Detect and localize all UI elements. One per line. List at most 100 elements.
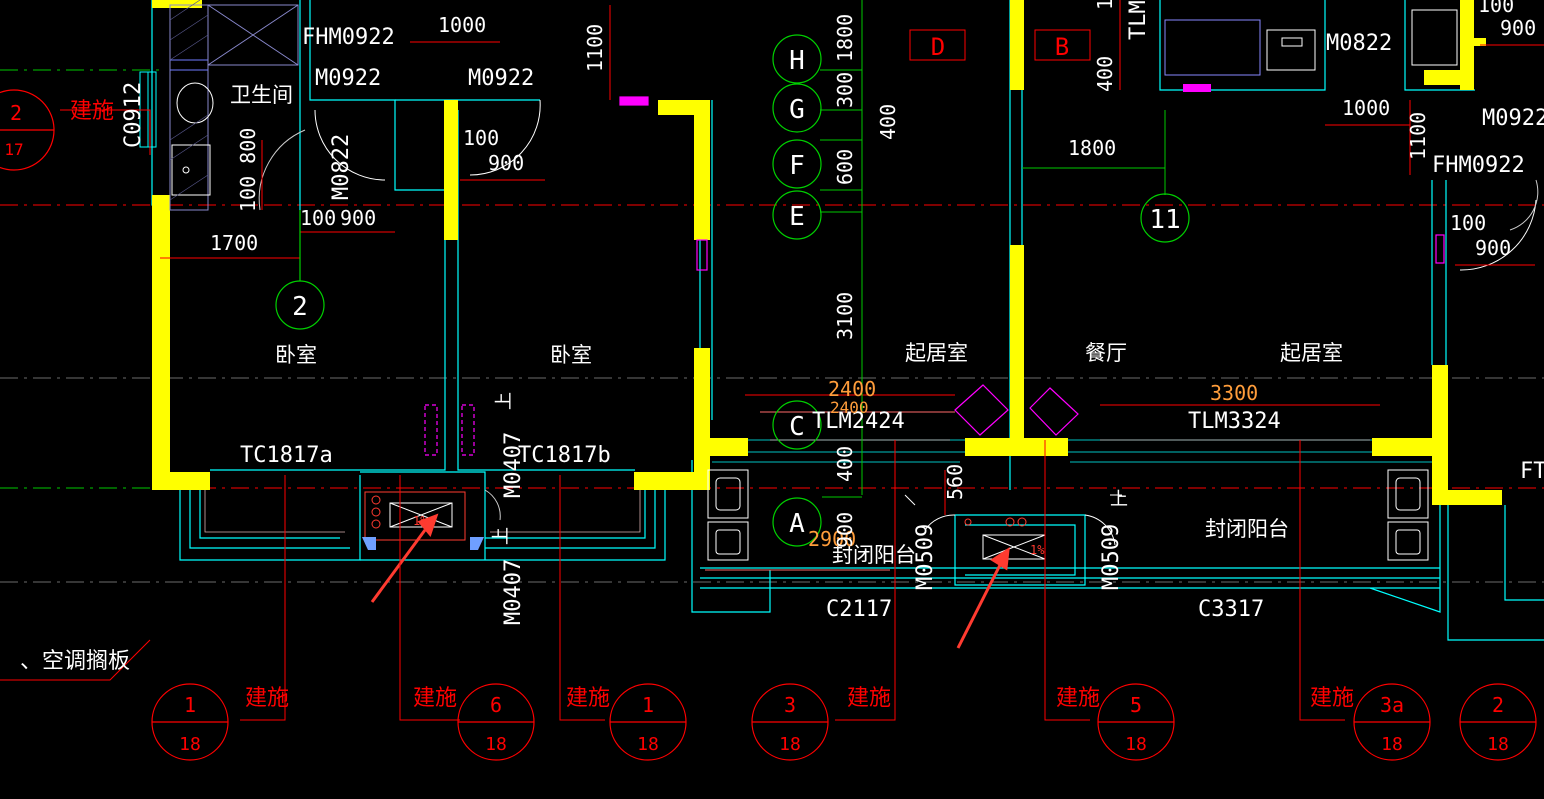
svg-text:100: 100 — [463, 126, 499, 150]
svg-text:3300: 3300 — [1210, 381, 1258, 405]
svg-text:18: 18 — [779, 734, 801, 755]
misc-marks: 上 上 上 — [491, 392, 1128, 545]
svg-text:C0912: C0912 — [121, 82, 146, 148]
svg-text:5: 5 — [1130, 693, 1142, 717]
svg-text:B: B — [1055, 33, 1069, 61]
bathroom-hatch — [169, 0, 209, 201]
svg-text:E: E — [789, 202, 805, 232]
room-labels: 卫生间 卧室 卧室 起居室 餐厅 起居室 封闭阳台 封闭阳台 — [230, 83, 1343, 567]
svg-text:TLM: TLM — [1126, 0, 1151, 40]
svg-text:300: 300 — [833, 72, 857, 108]
svg-text:G: G — [789, 95, 805, 125]
svg-text:M0822: M0822 — [329, 134, 354, 200]
svg-text:、空调搁板: 、空调搁板 — [20, 649, 130, 674]
svg-text:上: 上 — [491, 527, 512, 545]
svg-text:M0922: M0922 — [315, 66, 381, 91]
svg-text:2: 2 — [292, 292, 308, 322]
callout-5-18[interactable]: 5 18 — [1097, 683, 1175, 761]
svg-text:FHM0922: FHM0922 — [302, 25, 395, 50]
svg-text:1: 1 — [642, 693, 654, 717]
svg-text:TC1817a: TC1817a — [240, 443, 333, 468]
svg-text:100: 100 — [1478, 0, 1514, 17]
callout-2-17[interactable]: 2 17 — [0, 89, 55, 171]
svg-text:400: 400 — [876, 104, 900, 140]
svg-text:M0407: M0407 — [501, 559, 526, 625]
svg-text:餐厅: 餐厅 — [1085, 341, 1127, 365]
balcony-appliances — [707, 469, 1429, 561]
svg-text:TLM2424: TLM2424 — [812, 409, 905, 434]
callout-1-18-a[interactable]: 1 18 — [151, 683, 229, 761]
dimension-texts-vertical: 1100 1800 300 400 600 100 800 3100 400 5… — [236, 0, 1430, 548]
opening-codes-vertical: C0912 M0822 M0407 M0407 M0509 M0509 TLM — [121, 0, 1151, 625]
svg-text:建施: 建施 — [847, 686, 891, 711]
svg-text:卫生间: 卫生间 — [230, 83, 293, 107]
svg-text:17: 17 — [4, 140, 23, 159]
door-swings — [258, 99, 1539, 546]
svg-text:1100: 1100 — [1406, 112, 1430, 160]
svg-text:100 800: 100 800 — [236, 128, 260, 212]
callout-2-18[interactable]: 2 18 — [1459, 683, 1537, 761]
svg-text:C2117: C2117 — [826, 597, 892, 622]
dimension-texts: 1000 100 900 100 900 1700 1800 1000 100 … — [210, 0, 1536, 551]
svg-text:3: 3 — [784, 693, 796, 717]
svg-text:封闭阳台: 封闭阳台 — [1205, 517, 1289, 541]
svg-text:3100: 3100 — [833, 292, 857, 340]
upper-right-fixtures — [1164, 9, 1458, 92]
svg-text:建施: 建施 — [70, 99, 114, 124]
svg-text:M0509: M0509 — [1099, 524, 1124, 590]
dimension-lines — [160, 0, 1544, 571]
section-marks: D B — [909, 29, 1091, 61]
callout-6-18[interactable]: 6 18 — [457, 683, 535, 761]
svg-text:11: 11 — [1149, 205, 1180, 235]
svg-text:400: 400 — [1093, 56, 1117, 92]
svg-text:1800: 1800 — [1068, 136, 1116, 160]
svg-text:900: 900 — [1500, 16, 1536, 40]
svg-text:1000: 1000 — [1342, 96, 1390, 120]
svg-text:1: 1 — [184, 693, 196, 717]
svg-text:100: 100 — [300, 206, 336, 230]
callout-3a-18[interactable]: 3a 18 — [1353, 683, 1431, 761]
svg-text:TC1817b: TC1817b — [518, 443, 611, 468]
svg-text:M0407: M0407 — [501, 432, 526, 498]
svg-text:1%: 1% — [413, 514, 428, 528]
svg-text:1100: 1100 — [583, 24, 607, 72]
grid-bubbles — [275, 34, 1190, 547]
svg-text:1800: 1800 — [833, 14, 857, 62]
callout-1-18-b[interactable]: 1 18 — [609, 683, 687, 761]
detail-callouts: 1 18 6 18 1 18 3 18 5 18 3a 18 — [0, 89, 1537, 761]
svg-text:卧室: 卧室 — [550, 343, 592, 367]
svg-text:18: 18 — [1381, 734, 1403, 755]
svg-text:M0509: M0509 — [913, 524, 938, 590]
ac-units — [362, 491, 1046, 560]
svg-text:600: 600 — [833, 149, 857, 185]
svg-text:起居室: 起居室 — [1280, 341, 1343, 365]
svg-text:上: 上 — [1110, 489, 1128, 510]
svg-text:18: 18 — [637, 734, 659, 755]
svg-text:C: C — [789, 412, 805, 442]
svg-text:FT: FT — [1520, 459, 1544, 484]
svg-text:560: 560 — [943, 464, 967, 500]
svg-text:封闭阳台: 封闭阳台 — [832, 543, 916, 567]
svg-text:900: 900 — [340, 206, 376, 230]
svg-text:F: F — [789, 151, 805, 181]
green-dimension-lines — [820, 0, 1166, 498]
svg-text:100: 100 — [1450, 211, 1486, 235]
svg-text:建施: 建施 — [245, 686, 289, 711]
svg-text:建施: 建施 — [413, 686, 457, 711]
svg-text:上: 上 — [494, 392, 515, 410]
bathroom-fixtures — [139, 4, 299, 211]
svg-text:900: 900 — [1475, 236, 1511, 260]
callout-leaders — [0, 109, 1345, 721]
svg-text:2: 2 — [10, 101, 22, 125]
opening-codes: FHM0922 M0922 M0922 TC1817a TC1817b TLM2… — [20, 25, 1544, 674]
callout-3-18[interactable]: 3 18 — [751, 683, 829, 761]
svg-text:18: 18 — [1487, 734, 1509, 755]
svg-text:18: 18 — [485, 734, 507, 755]
svg-text:FHM0922: FHM0922 — [1432, 153, 1525, 178]
svg-text:900: 900 — [833, 512, 857, 548]
svg-text:建施: 建施 — [1310, 686, 1354, 711]
svg-text:A: A — [789, 509, 805, 539]
sliding-door-panels — [424, 96, 1445, 456]
